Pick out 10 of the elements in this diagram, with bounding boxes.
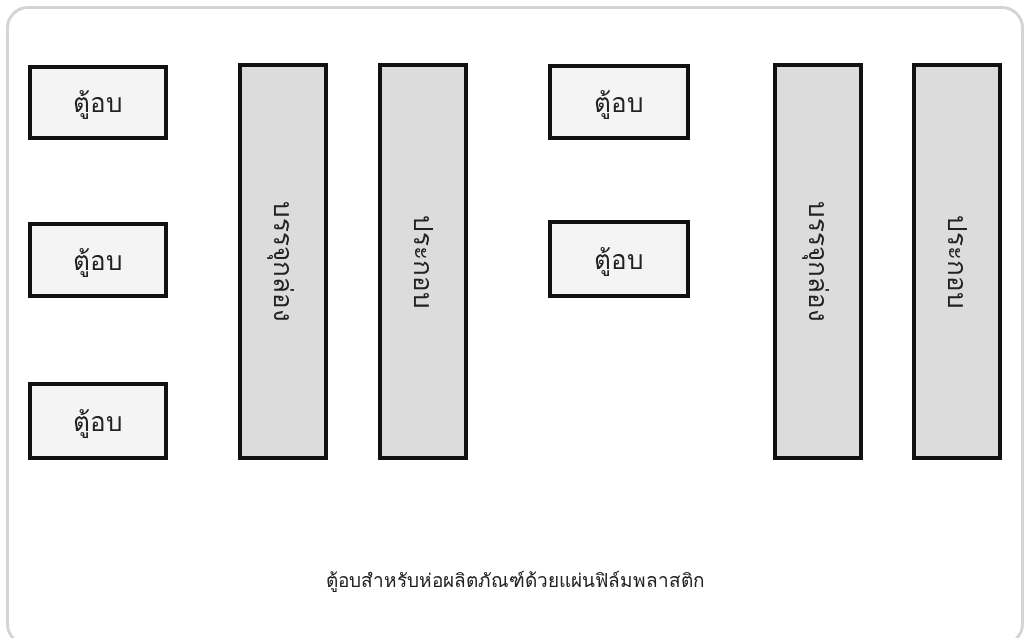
station-box: ประกอบ — [378, 63, 468, 460]
station-box: ประกอบ — [912, 63, 1002, 460]
station-box: บรรจุกล่อง — [773, 63, 863, 460]
station-box: บรรจุกล่อง — [238, 63, 328, 460]
oven-box: ตู้อบ — [28, 382, 168, 460]
oven-box: ตู้อบ — [548, 220, 690, 298]
oven-box: ตู้อบ — [28, 65, 168, 140]
oven-box: ตู้อบ — [548, 64, 690, 140]
caption: ตู้อบสำหรับห่อผลิตภัณฑ์ด้วยแผ่นฟิล์มพลาสติก — [325, 568, 705, 594]
oven-box: ตู้อบ — [28, 222, 168, 298]
